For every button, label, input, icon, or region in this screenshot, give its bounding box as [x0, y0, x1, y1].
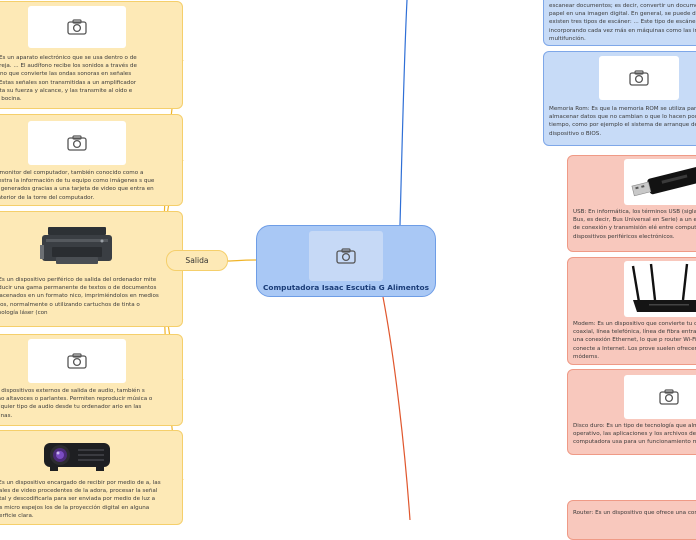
camera-icon: [629, 70, 649, 86]
node-text: Modem: Es un dispositivo que convierte t…: [573, 321, 696, 360]
node-text: es: Es un aparato electrónico que se usa…: [0, 55, 137, 103]
node-image: [599, 56, 679, 100]
node-disco-duro[interactable]: Disco duro: Es un tipo de tecnología que…: [567, 369, 696, 455]
camera-icon: [659, 389, 679, 405]
projector-icon: [38, 435, 116, 475]
node-image: [28, 434, 126, 476]
node-monitor[interactable]: : El monitor del computador, también con…: [0, 114, 183, 206]
node-image: [624, 375, 696, 419]
central-image: [309, 231, 383, 281]
node-text: or: Es un dispositivo encargado de recib…: [0, 480, 161, 519]
node-modem[interactable]: Modem: Es un dispositivo que convierte t…: [567, 257, 696, 365]
node-router[interactable]: Router: Es un dispositivo que ofrece una…: [567, 500, 696, 540]
node-image: [28, 339, 126, 383]
router-icon: [629, 262, 696, 316]
branch-salida[interactable]: Salida: [166, 250, 228, 271]
camera-icon: [67, 135, 87, 151]
printer-icon: [38, 221, 116, 269]
node-bocinas[interactable]: Son dispositivos externos de salida de a…: [0, 334, 183, 426]
node-text: : El monitor del computador, también con…: [0, 170, 155, 201]
node-proyector[interactable]: or: Es un dispositivo encargado de recib…: [0, 430, 183, 525]
line-center-to-almacenamiento: [382, 296, 411, 520]
camera-icon: [336, 248, 356, 264]
node-image: [28, 121, 126, 165]
usb-drive-icon: [626, 162, 696, 202]
node-image: [28, 6, 126, 48]
node-audifonos[interactable]: es: Es un aparato electrónico que se usa…: [0, 1, 183, 109]
central-title: Computadora Isaac Escutia G Alimentos: [262, 283, 430, 292]
line-center-to-salida: [227, 259, 257, 262]
node-usb[interactable]: USB: En informática, los términos USB (s…: [567, 155, 696, 252]
node-image: [624, 261, 696, 317]
node-text: escanear documentos; es decir, convertir…: [549, 3, 696, 42]
line-center-to-entrada: [399, 0, 408, 226]
camera-icon: [67, 353, 87, 369]
node-text: Router: Es un dispositivo que ofrece una…: [573, 510, 696, 516]
node-text: ra: Es un dispositivo periférico de sali…: [0, 277, 159, 316]
node-image: [28, 218, 126, 272]
central-topic[interactable]: Computadora Isaac Escutia G Alimentos: [256, 225, 436, 297]
node-escaner[interactable]: escanear documentos; es decir, convertir…: [543, 0, 696, 46]
node-impresora[interactable]: ra: Es un dispositivo periférico de sali…: [0, 211, 183, 327]
node-memoria-rom[interactable]: Memoria Rom: Es que la memoria ROM se ut…: [543, 51, 696, 146]
node-image: [624, 159, 696, 205]
node-text: Memoria Rom: Es que la memoria ROM se ut…: [549, 106, 696, 137]
node-text: USB: En informática, los términos USB (s…: [573, 209, 696, 240]
node-text: Son dispositivos externos de salida de a…: [0, 388, 153, 419]
camera-icon: [67, 19, 87, 35]
node-text: Disco duro: Es un tipo de tecnología que…: [573, 423, 696, 446]
